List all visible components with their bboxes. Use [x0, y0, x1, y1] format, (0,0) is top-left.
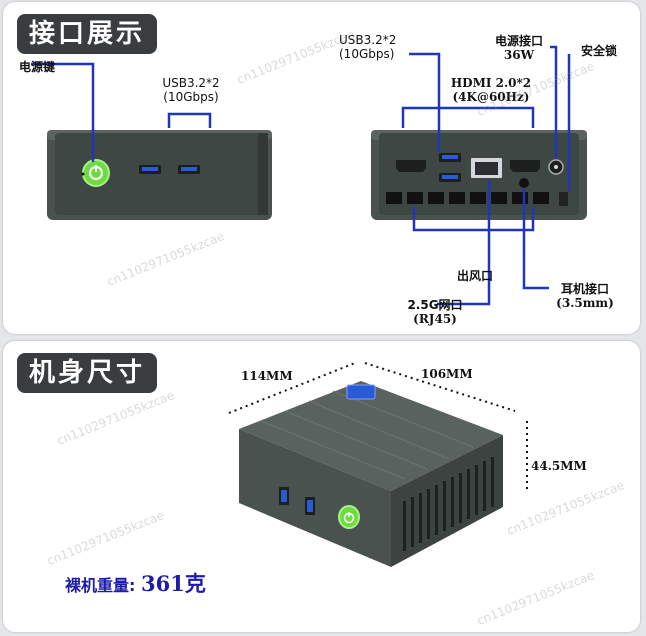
side-vent-grille: [403, 457, 494, 551]
vent-slots: [386, 192, 549, 204]
power-button-icon: [82, 159, 110, 187]
power-button-icon: [338, 505, 360, 529]
width-dimension: 106MM: [421, 367, 473, 381]
weight-value: 361克: [140, 571, 206, 596]
front-usb-port-icon: [139, 165, 200, 174]
size-section-title: 机身尺寸: [17, 353, 158, 393]
dc-power-port-icon: [548, 159, 564, 175]
vent-label: 出风口: [457, 269, 494, 283]
size-panel: 机身尺寸: [3, 341, 640, 632]
rj45-port-icon: [471, 158, 502, 178]
headphone-label: 耳机接口(3.5mm): [556, 282, 614, 310]
front-usb-label: USB3.2*2(10Gbps): [162, 76, 220, 104]
security-lock-slot-icon: [559, 192, 568, 206]
hdmi-label: HDMI 2.0*2(4K@60Hz): [450, 76, 532, 104]
ports-panel: 接口展示: [3, 2, 640, 334]
headphone-jack-icon: [519, 178, 529, 188]
front-usb-port-icon: [279, 487, 315, 515]
weight-text: 裸机重量: 361克: [65, 568, 206, 598]
lan-port-label: 2.5G网口(RJ45): [407, 298, 463, 326]
front-device: [47, 130, 272, 220]
rear-usb-label: USB3.2*2(10Gbps): [339, 33, 397, 61]
top-logo-icon: [346, 384, 376, 400]
length-dimension: 114MM: [241, 369, 293, 383]
ports-diagram: [31, 45, 587, 306]
hdmi-port-icon: [396, 160, 540, 172]
power-key-label: 电源键: [19, 60, 56, 74]
rear-usb-port-icon: [439, 153, 461, 182]
ports-section-title: 接口展示: [17, 14, 158, 54]
weight-label: 裸机重量:: [65, 576, 136, 595]
security-lock-label: 安全锁: [581, 44, 618, 58]
height-dimension: 44.5MM: [531, 459, 587, 473]
device-3d-illustration: [228, 362, 528, 567]
